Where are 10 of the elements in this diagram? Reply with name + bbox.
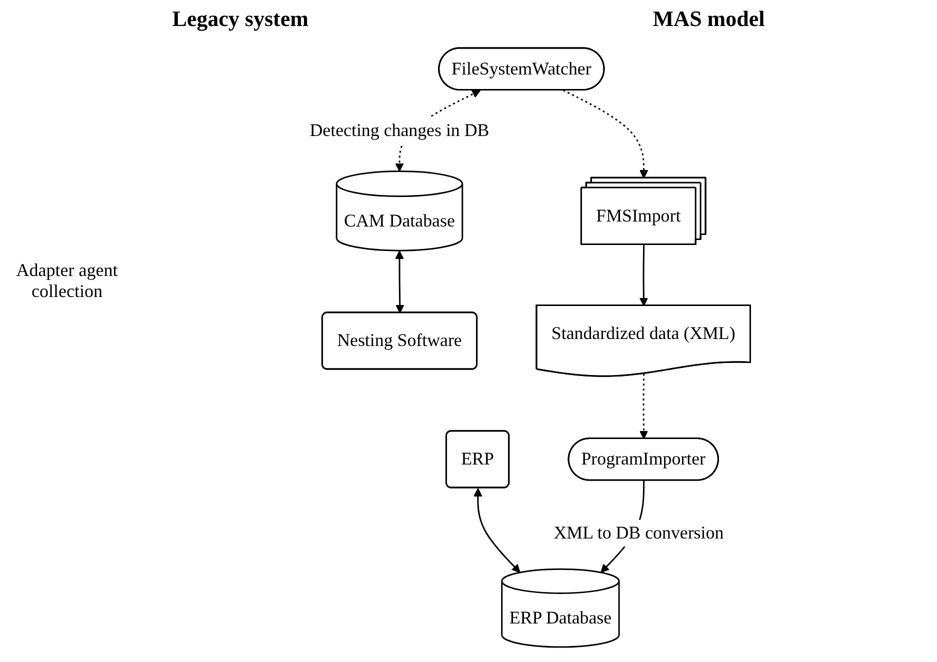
column-heading: MAS model <box>652 6 765 32</box>
edge-label: Detecting changes in DB <box>310 120 490 140</box>
bracket-note: Adapter agent collection <box>15 260 119 302</box>
arrow <box>639 244 648 306</box>
edge-label: XML to DB conversion <box>554 522 724 543</box>
arrow <box>639 374 648 440</box>
arrow <box>562 90 648 178</box>
arrow <box>395 250 404 314</box>
arrow <box>474 488 520 573</box>
column-heading: Legacy system <box>172 6 308 32</box>
